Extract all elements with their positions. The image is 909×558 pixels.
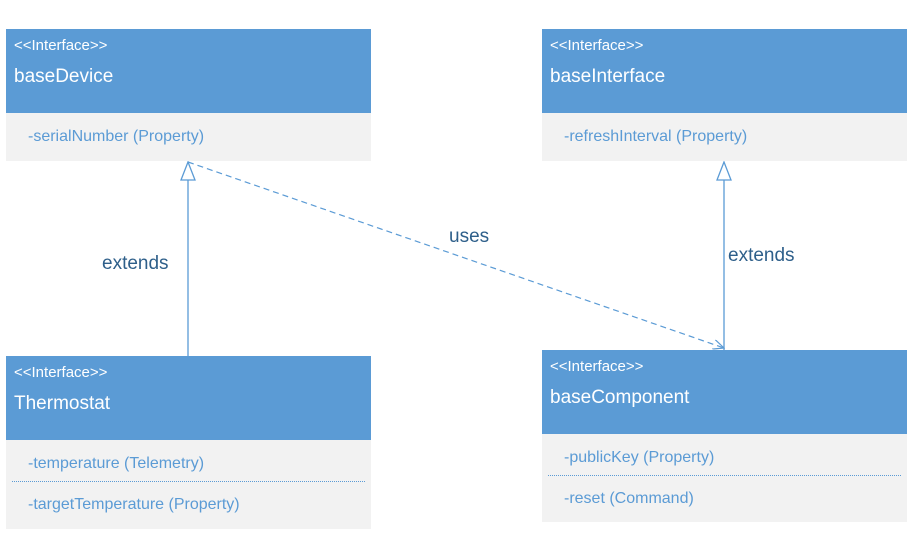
base-interface-class: <<Interface>> baseInterface -refreshInte… [542,29,907,161]
member-divider [12,481,365,482]
class-name: baseComponent [550,387,690,408]
member-temperature: -temperature (Telemetry) [28,455,205,472]
uses-dashed-line [187,161,724,348]
generalization-arrowhead [180,160,196,181]
class-header: <<Interface>> baseDevice [6,29,371,113]
class-stereotype: <<Interface>> [550,37,644,54]
uses-label: uses [449,226,490,247]
class-members: -refreshInterval (Property) [542,113,907,161]
base-component-class: <<Interface>> baseComponent -publicKey (… [542,350,907,522]
member-serial-number: -serialNumber (Property) [28,128,205,145]
class-header: <<Interface>> baseInterface [542,29,907,113]
member-refresh-interval: -refreshInterval (Property) [564,128,748,145]
thermostat-class: <<Interface>> Thermostat -temperature (T… [6,356,371,529]
member-reset: -reset (Command) [564,490,694,507]
class-members: -serialNumber (Property) [6,113,371,161]
class-header: <<Interface>> Thermostat [6,356,371,440]
member-target-temperature: -targetTemperature (Property) [28,496,240,513]
member-divider [548,475,901,476]
class-members: -publicKey (Property) -reset (Command) [542,434,907,522]
thermostat-extends-label: extends [102,253,169,274]
base-device-class: <<Interface>> baseDevice -serialNumber (… [6,29,371,161]
class-members: -temperature (Telemetry) -targetTemperat… [6,440,371,529]
class-stereotype: <<Interface>> [550,358,644,375]
generalization-arrowhead [716,160,732,181]
class-stereotype: <<Interface>> [14,364,108,381]
member-public-key: -publicKey (Property) [564,449,715,466]
class-stereotype: <<Interface>> [14,37,108,54]
class-header: <<Interface>> baseComponent [542,350,907,434]
class-name: baseDevice [14,66,114,87]
class-name: baseInterface [550,66,666,87]
class-name: Thermostat [14,393,111,414]
component-extends-label: extends [728,245,795,266]
